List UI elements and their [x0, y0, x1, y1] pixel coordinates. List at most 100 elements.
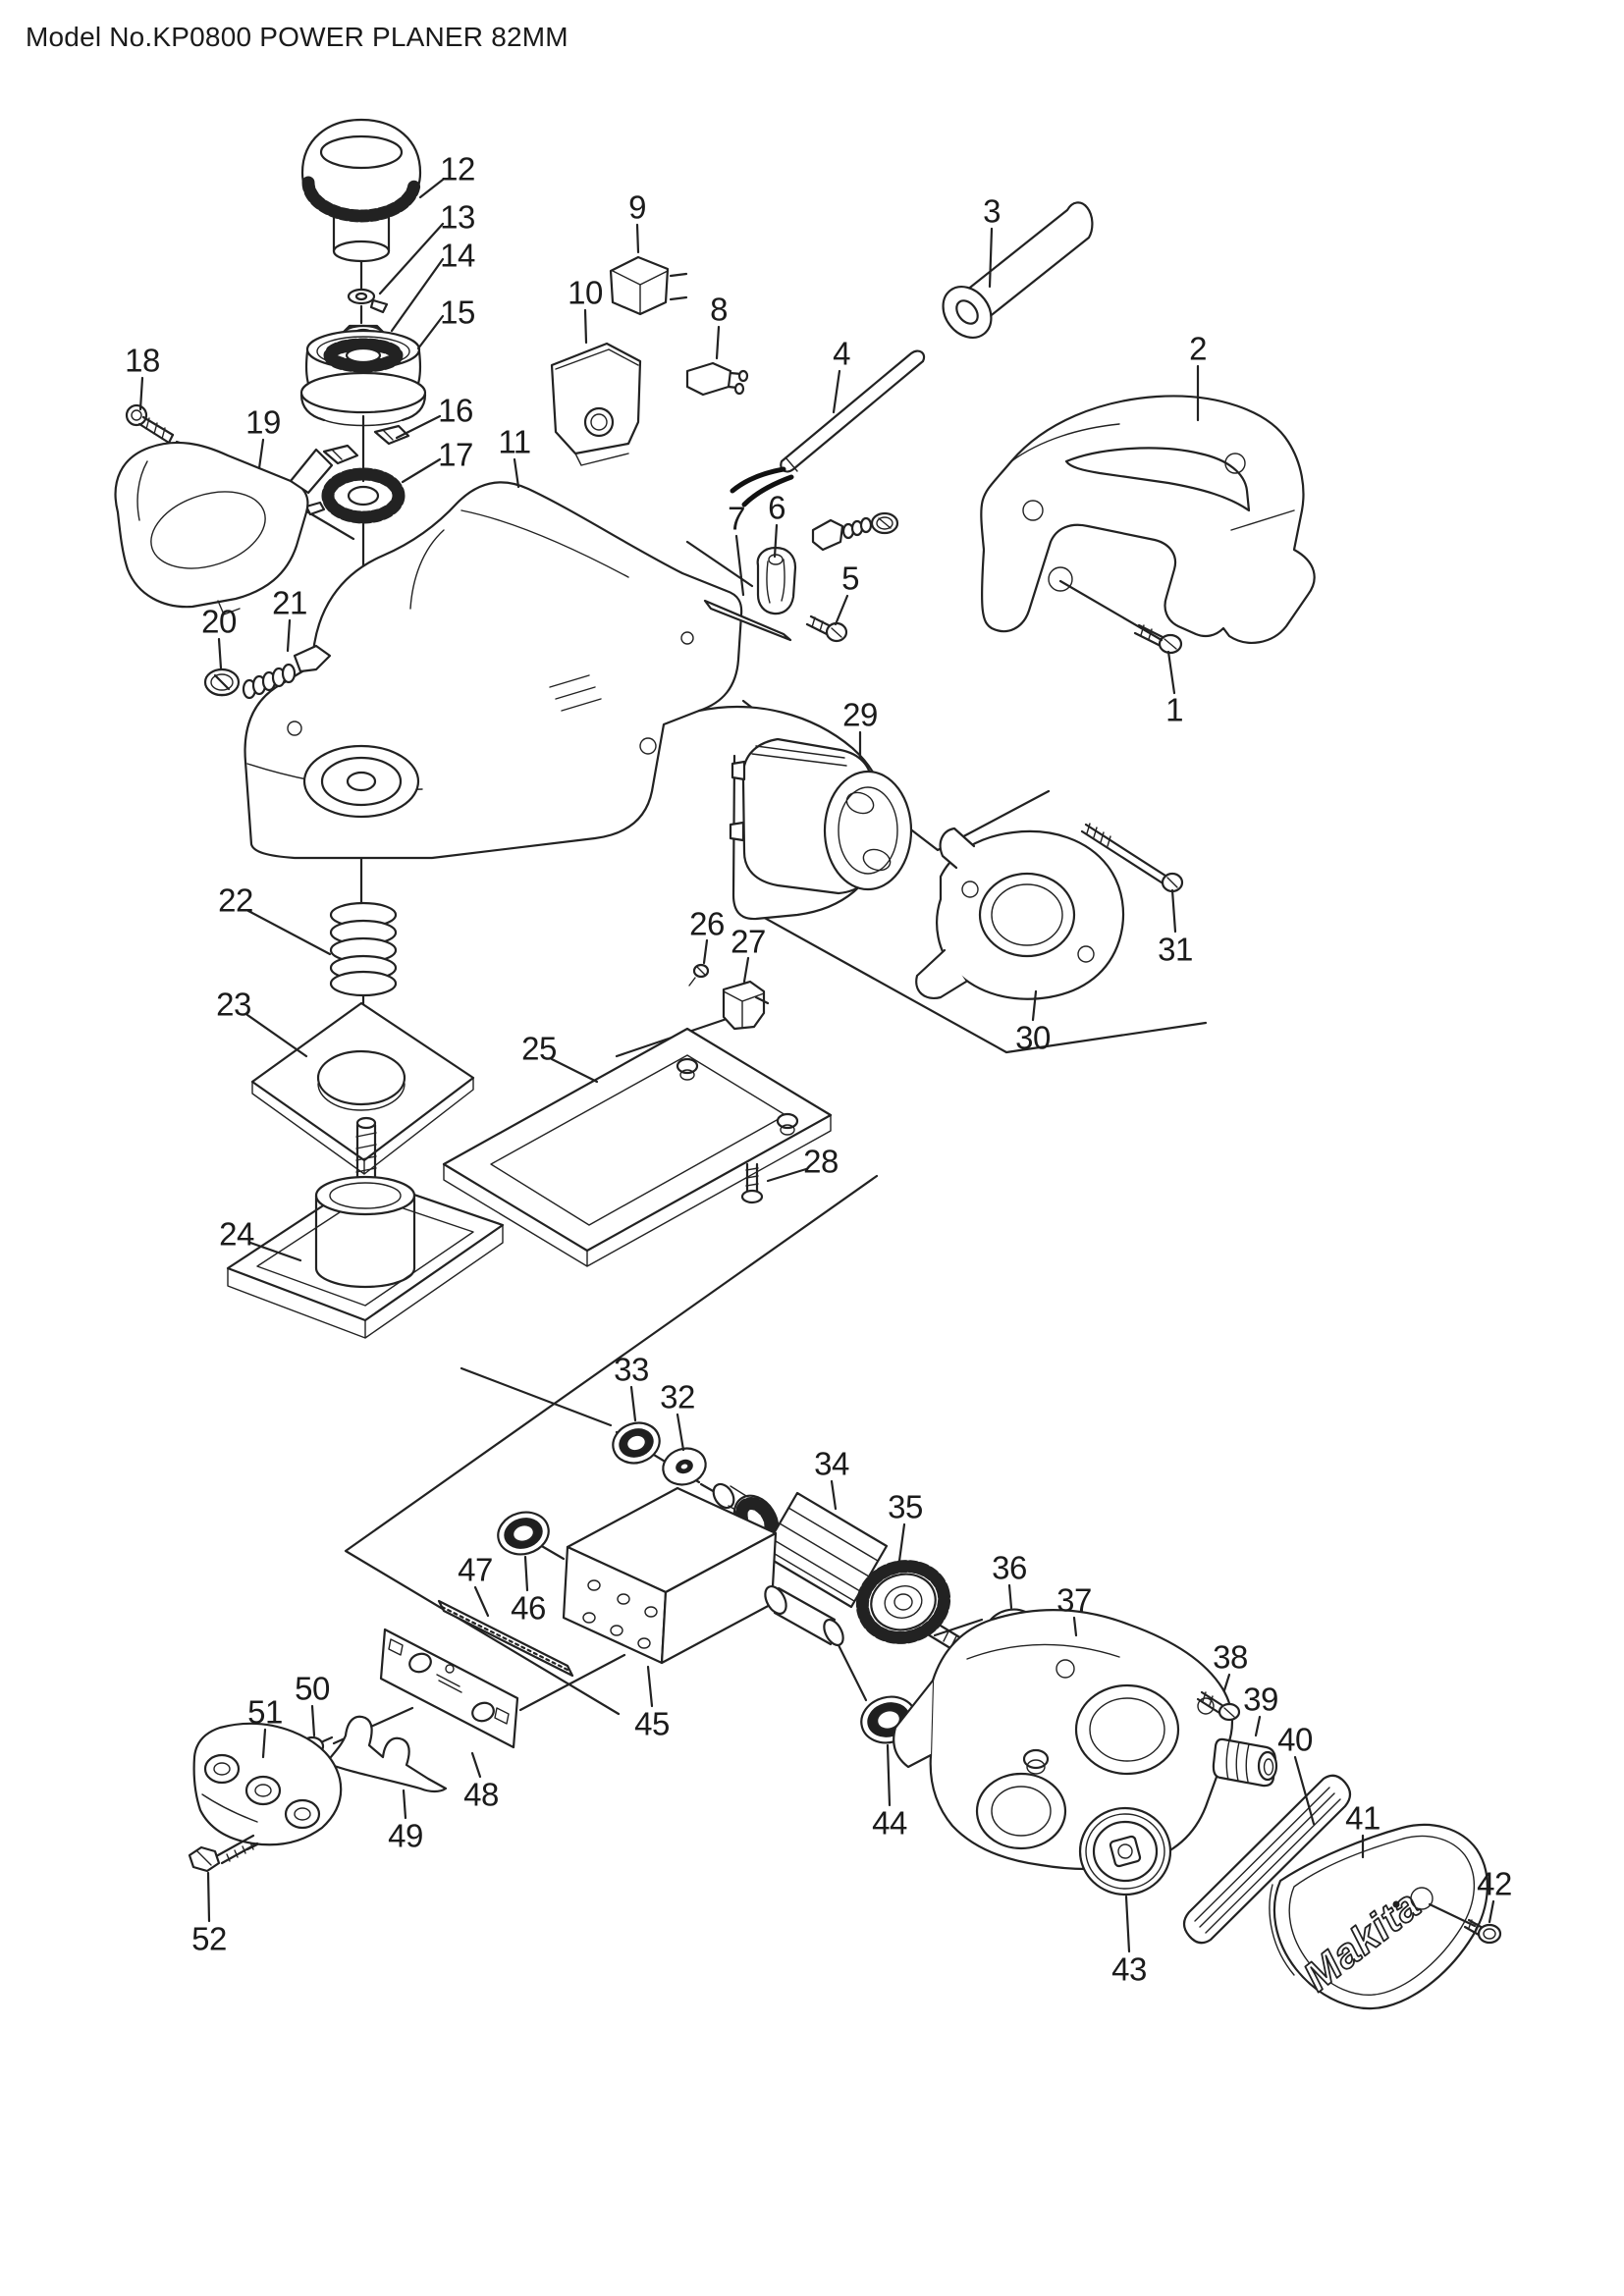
part-9-brush: [609, 255, 670, 316]
part-27-clip: [722, 980, 770, 1031]
part-18-screw: [125, 403, 175, 445]
part-3-grip-tube: [942, 201, 1094, 339]
part-label-38: 38: [1213, 1638, 1248, 1676]
part-39-bushing: [1212, 1737, 1278, 1788]
part-label-14: 14: [440, 237, 475, 274]
part-label-30: 30: [1015, 1019, 1051, 1056]
part-30-bearing-box: [915, 827, 1125, 1000]
part-label-10: 10: [568, 274, 603, 311]
part-label-7: 7: [728, 500, 745, 537]
part-label-8: 8: [710, 291, 728, 328]
part-21-pin-spring: [242, 644, 332, 700]
part-label-35: 35: [888, 1488, 923, 1525]
part-17-star-washer: [304, 467, 406, 524]
part-label-24: 24: [219, 1215, 254, 1253]
part-label-36: 36: [992, 1549, 1027, 1586]
part-6-cord-guard: [756, 546, 797, 615]
part-label-13: 13: [440, 198, 475, 236]
part-8-terminal: [685, 361, 749, 397]
leader-lines: [138, 178, 1495, 1953]
part-19-chip-cover: [114, 441, 334, 615]
part-38-screw: [1196, 1690, 1241, 1722]
part-48-holder-plate: [379, 1628, 519, 1749]
part-45-drum: [562, 1486, 844, 1665]
part-label-11: 11: [498, 423, 531, 460]
part-15-adjust-cup: [299, 329, 427, 427]
part-label-52: 52: [191, 1920, 227, 1957]
part-label-19: 19: [245, 403, 281, 441]
part-33-bearing: [612, 1421, 661, 1465]
part-label-48: 48: [463, 1776, 499, 1813]
part-5-screw: [805, 614, 848, 643]
part-47-blade: [437, 1599, 574, 1678]
part-label-12: 12: [440, 150, 475, 187]
part-label-3: 3: [983, 192, 1001, 230]
part-label-50: 50: [295, 1670, 330, 1707]
part-32-washer: [662, 1447, 707, 1486]
part-label-5: 5: [841, 560, 859, 597]
part-label-9: 9: [628, 188, 646, 226]
part-label-40: 40: [1277, 1721, 1313, 1758]
part-49-spring-plate: [324, 1715, 448, 1793]
part-label-46: 46: [511, 1589, 546, 1627]
part-31-long-screw: [1080, 823, 1184, 893]
page-title: Model No.KP0800 POWER PLANER 82MM: [26, 22, 568, 52]
part-label-2: 2: [1189, 330, 1207, 367]
part-4-cord: [730, 349, 926, 507]
part-label-29: 29: [842, 696, 878, 733]
part-label-17: 17: [438, 436, 473, 473]
part-20-cap: [203, 667, 241, 697]
part-label-51: 51: [247, 1693, 283, 1731]
part-label-39: 39: [1243, 1681, 1278, 1718]
part-label-18: 18: [125, 342, 160, 379]
part-43-pulley: [1078, 1806, 1172, 1896]
part-28-screw: [740, 1162, 764, 1204]
part-label-16: 16: [438, 392, 473, 429]
part-label-21: 21: [272, 584, 307, 621]
part-label-25: 25: [521, 1030, 557, 1067]
part-label-6: 6: [768, 489, 785, 526]
part-label-31: 31: [1158, 931, 1193, 968]
part-label-47: 47: [458, 1551, 493, 1588]
part-label-37: 37: [1056, 1581, 1092, 1619]
part-12-knob: [300, 118, 422, 263]
part-label-27: 27: [731, 923, 766, 960]
brush-holder-set: [811, 511, 899, 552]
part-label-45: 45: [634, 1705, 670, 1742]
part-label-22: 22: [218, 881, 253, 919]
part-label-20: 20: [201, 603, 237, 640]
part-24-front-base: [226, 1116, 505, 1339]
part-label-41: 41: [1345, 1799, 1380, 1837]
part-label-34: 34: [814, 1445, 849, 1482]
part-label-23: 23: [216, 986, 251, 1023]
part-52-bolt: [188, 1834, 259, 1873]
part-label-1: 1: [1165, 691, 1183, 728]
part-25-rear-base: [442, 1027, 833, 1267]
part-23-plate: [250, 1001, 475, 1175]
part-label-44: 44: [872, 1804, 907, 1842]
part-40-belt: [1182, 1774, 1352, 1945]
part-label-33: 33: [614, 1351, 649, 1388]
part-46-bearing: [497, 1511, 550, 1556]
part-2-handle: [980, 395, 1316, 644]
part-label-28: 28: [803, 1143, 839, 1180]
part-41-belt-cover: Makita: [1269, 1823, 1489, 2010]
part-37-gear-housing-plate: [893, 1609, 1234, 1871]
part-1-screw: [1133, 623, 1183, 655]
part-29-field-motor: [729, 737, 913, 895]
part-label-43: 43: [1111, 1950, 1147, 1988]
part-label-49: 49: [388, 1817, 423, 1854]
part-10-switch: [550, 342, 642, 466]
part-label-4: 4: [833, 335, 850, 372]
part-22-spring: [329, 901, 398, 997]
part-label-32: 32: [660, 1378, 695, 1415]
part-label-15: 15: [440, 294, 475, 331]
part-label-42: 42: [1477, 1865, 1512, 1902]
part-16-tabs: [322, 424, 410, 465]
part-label-26: 26: [689, 905, 725, 942]
part-7-leaf-spring: [703, 599, 792, 642]
part-26-screw: [688, 963, 710, 987]
part-51-cover-plate: [192, 1722, 343, 1846]
